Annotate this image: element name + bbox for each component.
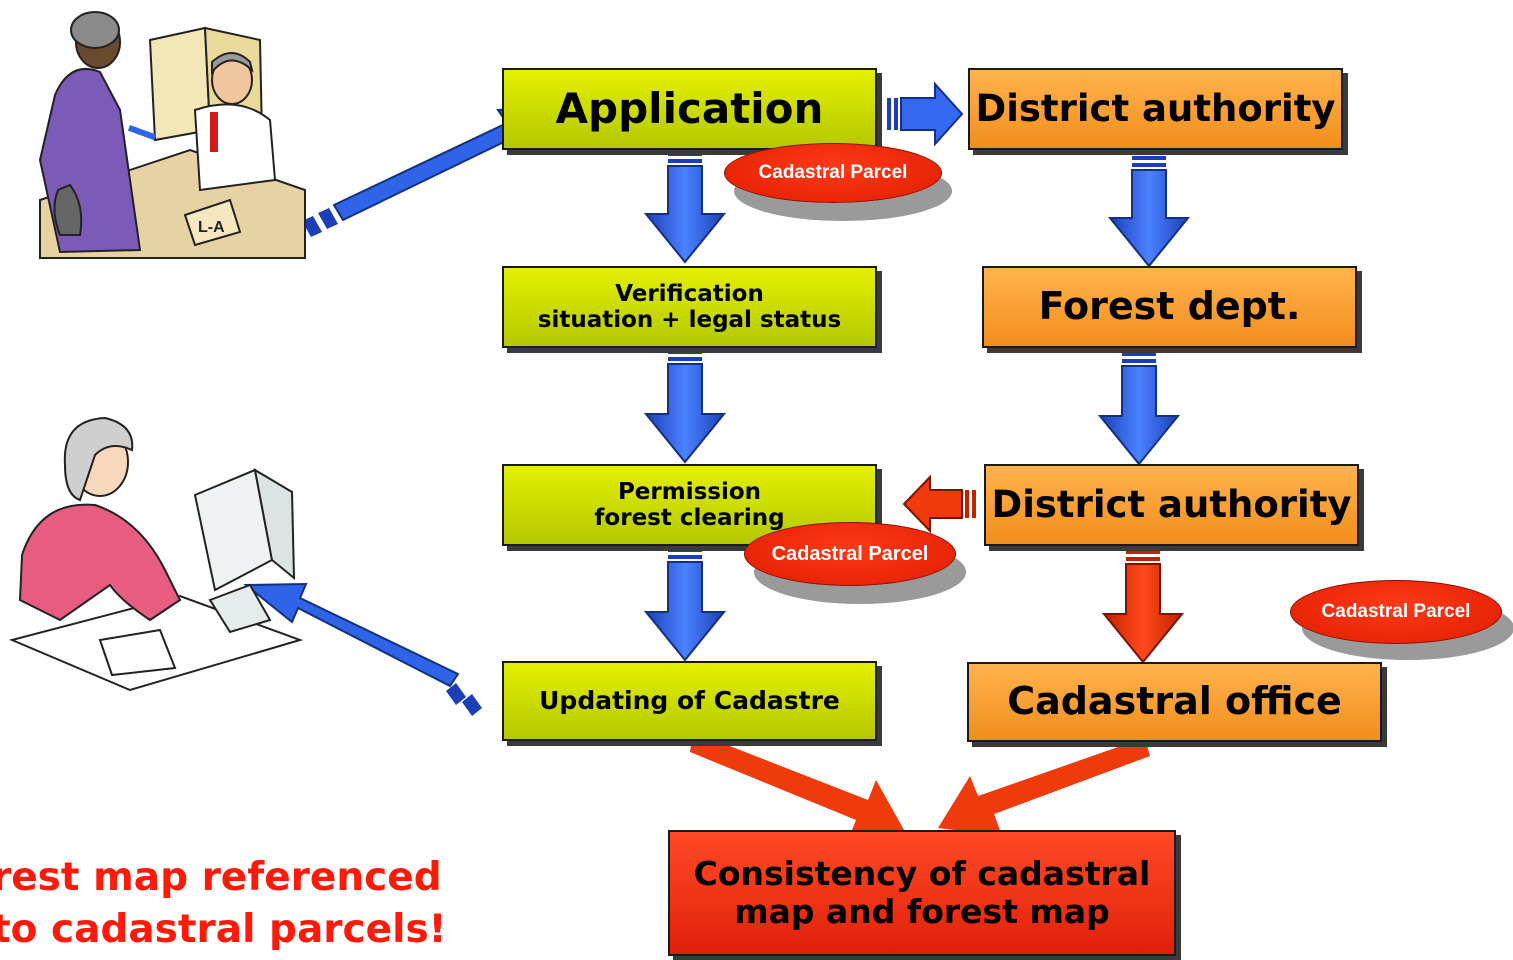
consistency-line1: Consistency of cadastral [693, 854, 1151, 894]
cadastral-parcel-badge-label: Cadastral Parcel [1321, 601, 1471, 622]
computer-user-illustration [8, 416, 304, 692]
verification-box: Verification situation + legal status [502, 266, 877, 348]
cadastral-parcel-badge: Cadastral Parcel [724, 143, 942, 203]
district-authority-mid-label: District authority [991, 482, 1352, 526]
verification-line2: situation + legal status [537, 307, 842, 333]
cadastral-parcel-badge-label: Cadastral Parcel [758, 162, 908, 183]
application-label: Application [555, 83, 824, 133]
arrow-application-to-verification [643, 152, 727, 264]
arrow-updating-to-computer-user [243, 582, 482, 716]
application-box: Application [502, 68, 877, 150]
cadastral-parcel-badge-label: Cadastral Parcel [771, 542, 929, 565]
permission-line2: forest clearing [594, 505, 785, 531]
arrow-cadastral-office-to-consistency [938, 740, 1150, 836]
svg-text:L-A: L-A [198, 219, 225, 236]
district-authority-mid-box: District authority [984, 464, 1359, 546]
forest-dept-box: Forest dept. [982, 266, 1357, 348]
district-authority-top-label: District authority [975, 86, 1336, 130]
arrow-updating-to-consistency [690, 736, 904, 840]
updating-label: Updating of Cadastre [539, 685, 840, 715]
consistency-line2: map and forest map [734, 892, 1110, 931]
arrow-district-to-forest [1107, 156, 1191, 268]
arrow-verification-to-permission [643, 350, 727, 464]
updating-box: Updating of Cadastre [502, 661, 877, 741]
caption-text: rest map referenced to cadastral parcels… [0, 852, 446, 956]
cadastral-office-label: Cadastral office [1007, 679, 1342, 724]
verification-line1: Verification [615, 280, 764, 307]
cadastral-parcel-badge: Cadastral Parcel [744, 522, 956, 586]
office-clerk-illustration: L-A [38, 11, 306, 260]
cadastral-parcel-badge: Cadastral Parcel [1290, 580, 1502, 644]
arrow-district-to-permission [902, 474, 976, 534]
consistency-box: Consistency of cadastral map and forest … [668, 830, 1176, 956]
forest-dept-label: Forest dept. [1038, 284, 1301, 329]
arrow-application-to-district [887, 81, 964, 147]
permission-line1: Permission [617, 478, 762, 505]
district-authority-top-box: District authority [968, 68, 1343, 150]
caption-line2: to cadastral parcels! [0, 907, 447, 952]
permission-box: Permission forest clearing [502, 464, 877, 546]
arrow-district-to-cadastral-office [1101, 550, 1185, 664]
caption-line1: rest map referenced [0, 855, 442, 900]
arrow-permission-to-updating [643, 548, 727, 662]
arrow-forest-to-district [1097, 352, 1181, 466]
cadastral-office-box: Cadastral office [967, 662, 1382, 742]
